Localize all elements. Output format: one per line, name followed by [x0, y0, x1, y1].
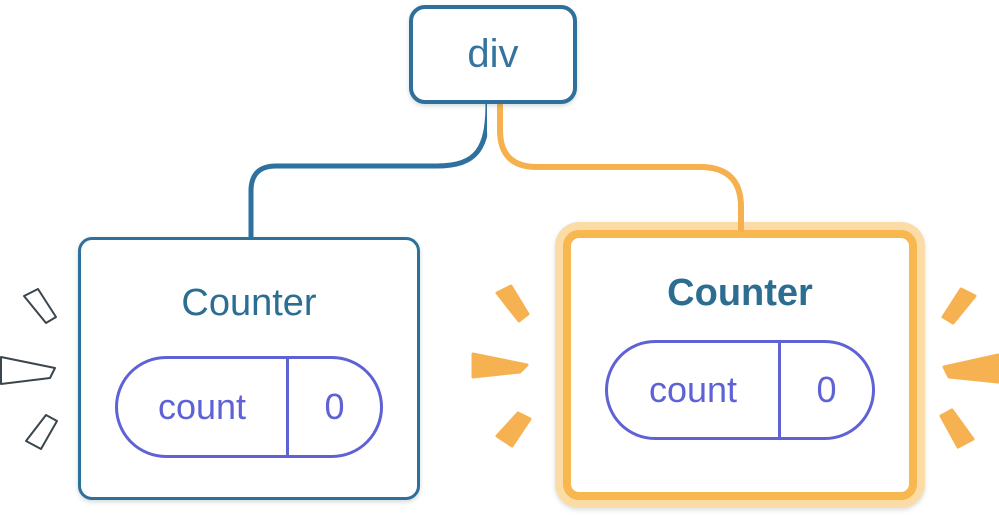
spark-icon	[495, 411, 532, 448]
spark-icon	[942, 353, 999, 384]
left-counter-sparks	[0, 288, 58, 450]
spark-icon	[0, 356, 56, 385]
counter-title: Counter	[667, 272, 813, 314]
counter-card-left[interactable]: Counter count 0	[78, 237, 420, 500]
counter-title: Counter	[181, 282, 317, 324]
spark-icon	[25, 414, 58, 450]
right-counter-sparks-right	[939, 287, 999, 449]
state-value: 0	[286, 359, 380, 455]
counter-card-right-highlight: Counter count 0	[555, 222, 925, 508]
state-pill: count 0	[115, 356, 383, 458]
state-value: 0	[778, 343, 872, 437]
spark-icon	[23, 288, 57, 324]
spark-icon	[495, 284, 530, 323]
edge-div-to-right-counter	[497, 100, 744, 232]
edge-div-to-left-counter	[248, 101, 491, 240]
spark-icon	[941, 287, 977, 325]
spark-icon	[471, 352, 529, 379]
right-counter-sparks-left	[471, 284, 532, 448]
state-key: count	[157, 386, 247, 427]
state-pill: count 0	[605, 340, 875, 440]
tree-node-div[interactable]: div	[409, 5, 577, 104]
tree-node-div-label: div	[467, 32, 519, 76]
edge-into-highlight-stub	[738, 221, 744, 232]
counter-card-right[interactable]: Counter count 0	[563, 230, 917, 500]
state-key: count	[648, 369, 738, 410]
spark-icon	[939, 408, 975, 449]
